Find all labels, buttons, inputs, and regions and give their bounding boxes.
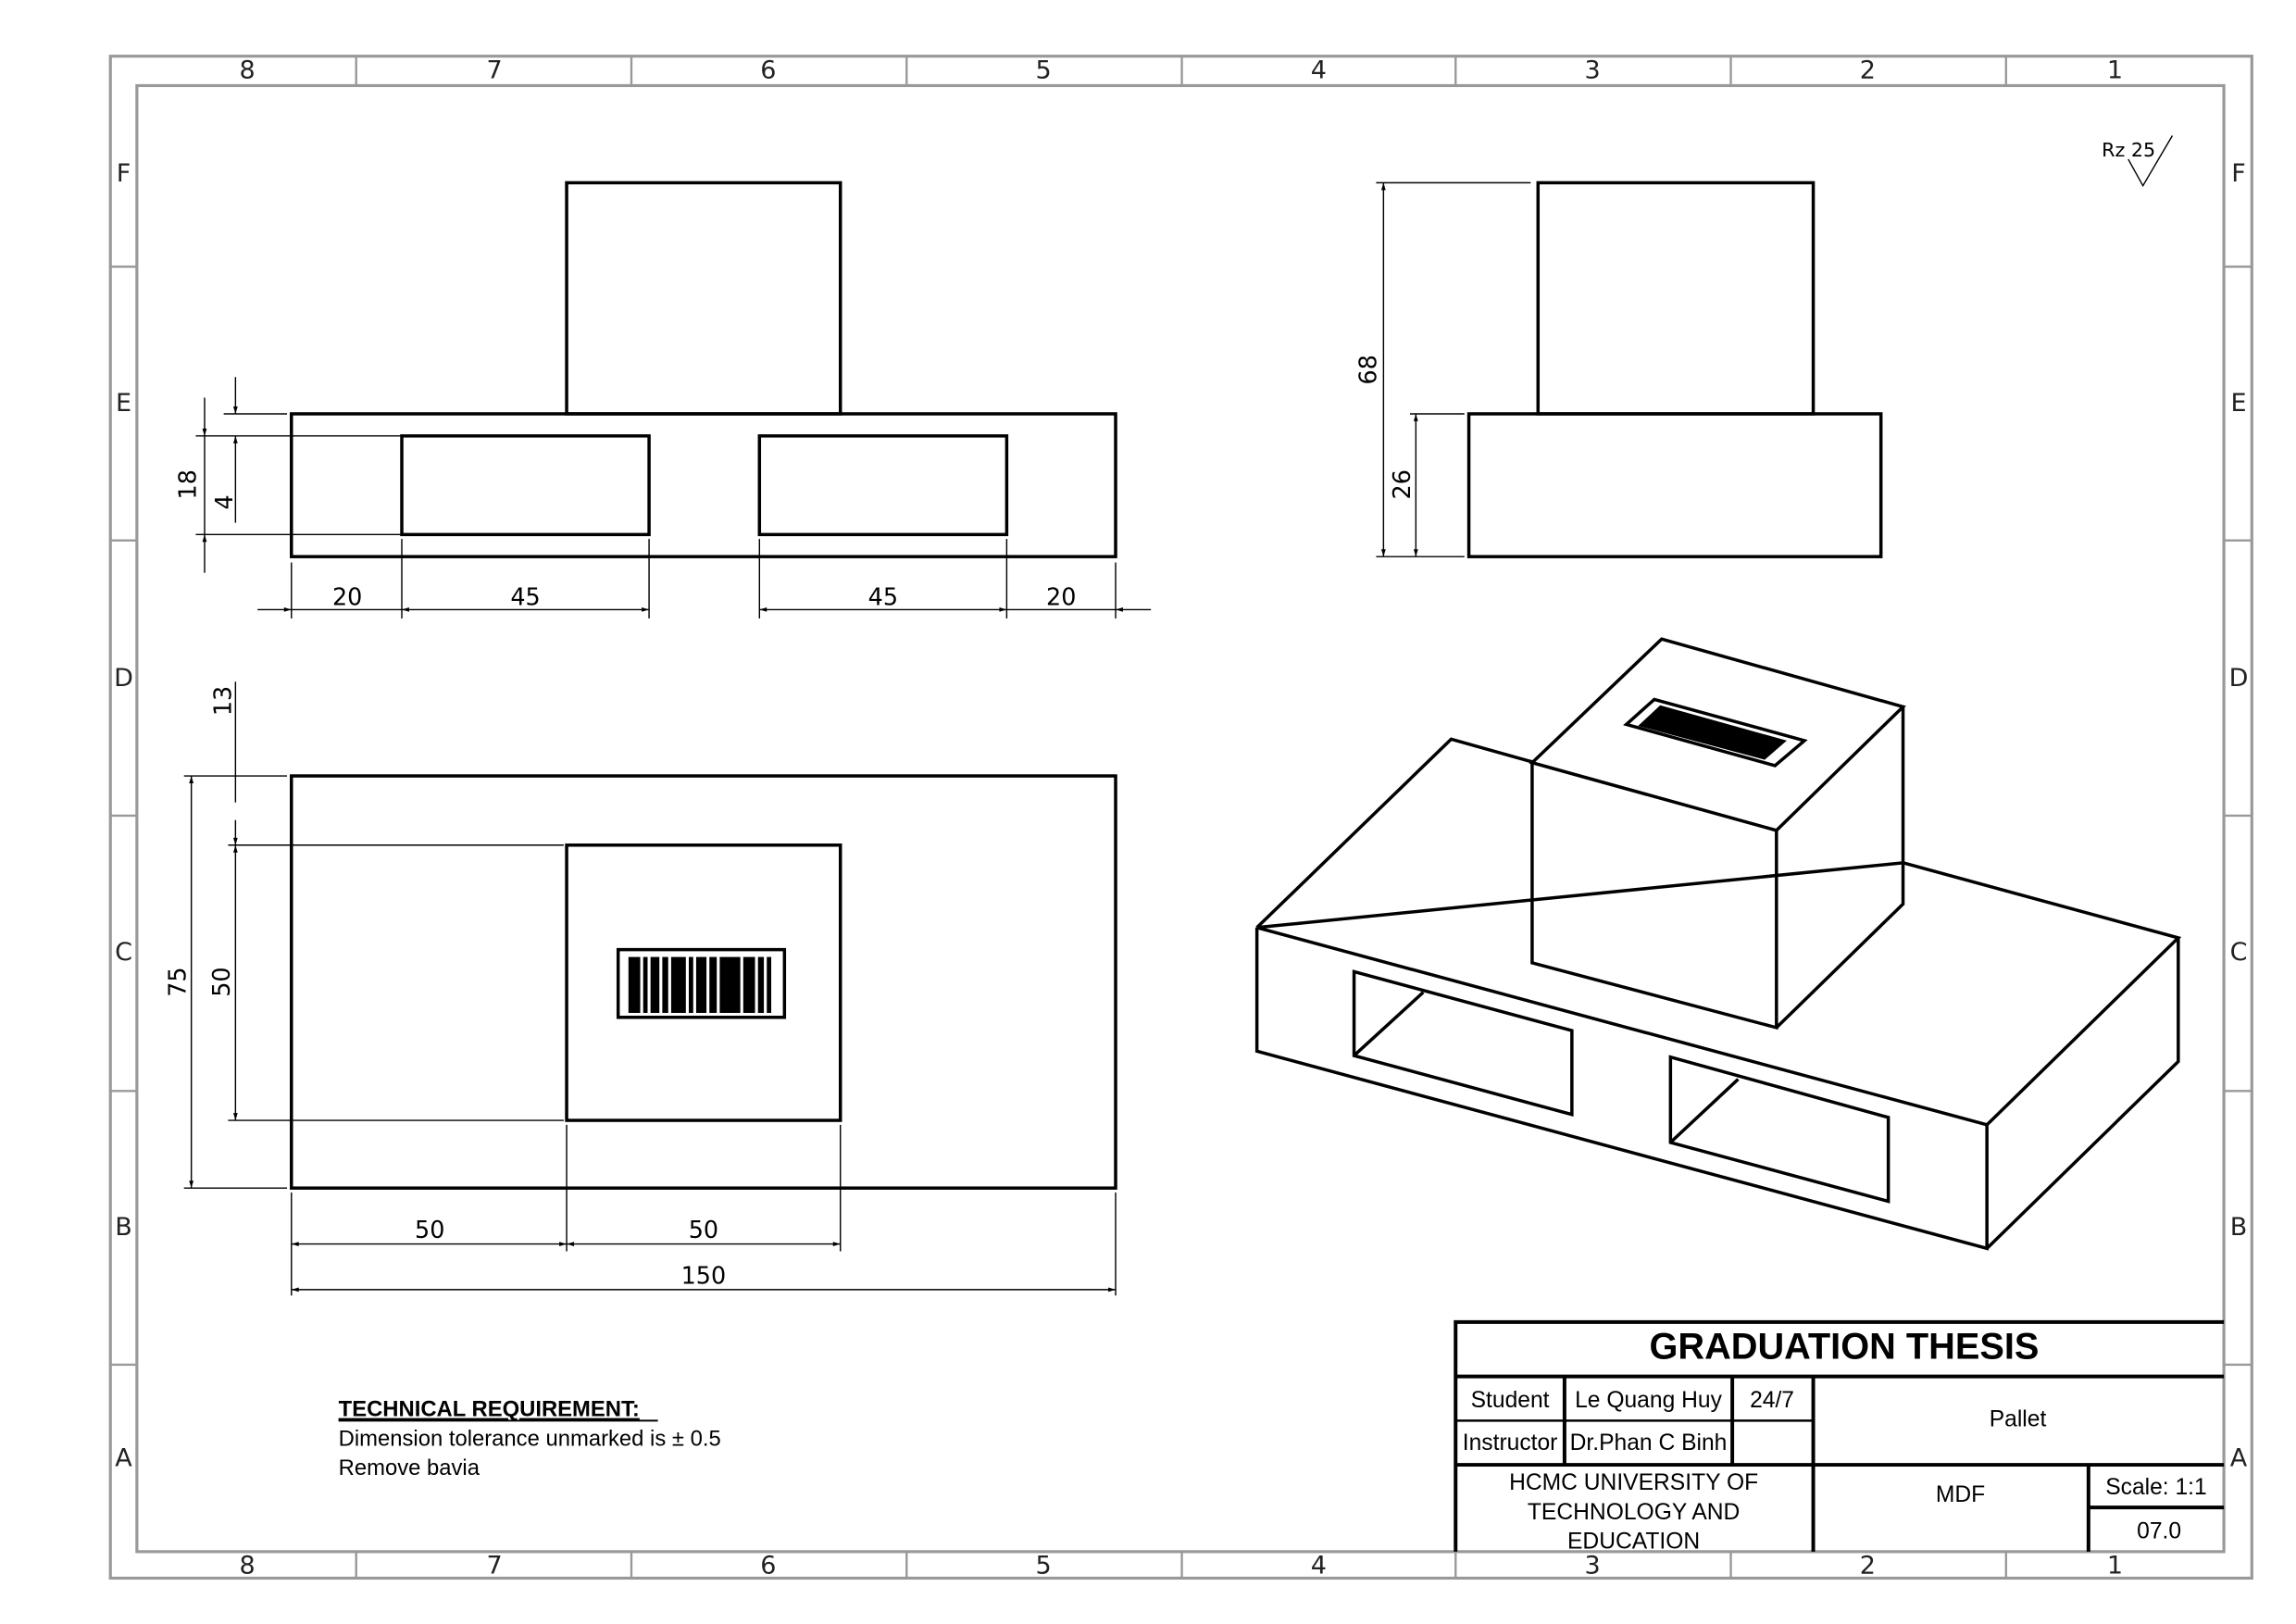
dim-20-left: 20 (332, 583, 362, 611)
instructor-label: Instructor (1463, 1430, 1558, 1455)
svg-text:Rz 25: Rz 25 (2102, 139, 2155, 161)
svg-text:3: 3 (1585, 56, 1601, 85)
inner-border (135, 83, 2226, 1554)
svg-text:A: A (115, 1444, 132, 1473)
dim-50-vertical: 50 (207, 967, 235, 996)
dim-50-block: 50 (689, 1216, 718, 1243)
svg-text:4: 4 (1311, 56, 1327, 85)
zone-labels-right: F E D C B A (2229, 159, 2249, 1473)
student-name: Le Quang Huy (1575, 1388, 1722, 1413)
part-name: Pallet (1990, 1407, 2047, 1432)
dim-13: 13 (209, 686, 237, 716)
svg-text:E: E (116, 389, 131, 418)
zone-ticks (110, 56, 2252, 1579)
dim-45-right: 45 (868, 583, 898, 611)
surface-finish-symbol: Rz 25 (2102, 135, 2174, 188)
svg-text:D: D (114, 664, 133, 693)
svg-text:4: 4 (1311, 1552, 1327, 1580)
svg-text:C: C (115, 938, 132, 967)
title-block: GRADUATION THESIS Student Le Quang Huy 2… (1454, 1319, 2225, 1555)
side-view: 68 26 (1354, 181, 1883, 558)
institution-line-3: EDUCATION (1567, 1530, 1700, 1555)
dim-45-left: 45 (510, 583, 540, 611)
svg-text:5: 5 (1036, 56, 1052, 85)
front-view: 18 4 20 45 45 20 (173, 181, 1152, 618)
svg-text:F: F (117, 159, 131, 188)
svg-text:7: 7 (487, 56, 503, 85)
svg-text:6: 6 (760, 56, 776, 85)
technical-notes: TECHNICAL REQUIREMENT: Dimension toleran… (339, 1397, 721, 1481)
isometric-view (1254, 637, 2182, 1251)
material: MDF (1936, 1482, 1985, 1507)
svg-text:2: 2 (1860, 56, 1876, 85)
svg-text:A: A (2230, 1444, 2248, 1473)
instructor-name: Dr.Phan C Binh (1570, 1430, 1728, 1455)
svg-text:5: 5 (1036, 1552, 1052, 1580)
zone-labels-left: F E D C B A (114, 159, 133, 1473)
note-line-2: Remove bavia (339, 1455, 480, 1480)
dim-75: 75 (163, 967, 191, 996)
svg-text:F: F (2231, 159, 2246, 188)
institution-line-2: TECHNOLOGY AND (1528, 1500, 1740, 1525)
dim-20-right: 20 (1046, 583, 1076, 611)
svg-text:1: 1 (2107, 56, 2123, 85)
drawing-number: 07.0 (2137, 1519, 2181, 1544)
svg-text:D: D (2229, 664, 2249, 693)
notes-heading: TECHNICAL REQUIREMENT: (339, 1397, 640, 1422)
drawing-date: 24/7 (1750, 1388, 1794, 1413)
svg-text:2: 2 (1860, 1552, 1876, 1580)
svg-text:E: E (2230, 389, 2246, 418)
svg-text:7: 7 (487, 1552, 503, 1580)
barcode-label (616, 947, 787, 1019)
dim-50-left: 50 (415, 1216, 444, 1243)
svg-text:8: 8 (239, 1552, 255, 1580)
svg-text:B: B (2230, 1213, 2248, 1242)
dim-150: 150 (681, 1262, 727, 1290)
svg-text:8: 8 (239, 56, 255, 85)
title-block-title: GRADUATION THESIS (1649, 1327, 2039, 1368)
dim-18: 18 (173, 469, 201, 499)
svg-text:6: 6 (760, 1552, 776, 1580)
institution-line-1: HCMC UNIVERSITY OF (1509, 1470, 1758, 1495)
barcode (628, 956, 772, 1013)
zone-labels-bottom: 8 7 6 5 4 3 2 1 (239, 1552, 2123, 1580)
dim-26: 26 (1388, 469, 1416, 499)
student-label: Student (1471, 1388, 1550, 1413)
zone-labels-top: 8 7 6 5 4 3 2 1 (239, 56, 2123, 85)
note-line-1: Dimension tolerance unmarked is ± 0.5 (339, 1426, 721, 1451)
dim-68: 68 (1354, 355, 1381, 384)
scale: Scale: 1:1 (2105, 1475, 2207, 1500)
svg-text:B: B (115, 1213, 132, 1242)
svg-text:C: C (2230, 938, 2248, 967)
dim-4: 4 (210, 494, 238, 509)
svg-text:3: 3 (1585, 1552, 1601, 1580)
svg-text:1: 1 (2107, 1552, 2123, 1580)
top-view: 13 75 50 50 50 150 (163, 681, 1117, 1296)
